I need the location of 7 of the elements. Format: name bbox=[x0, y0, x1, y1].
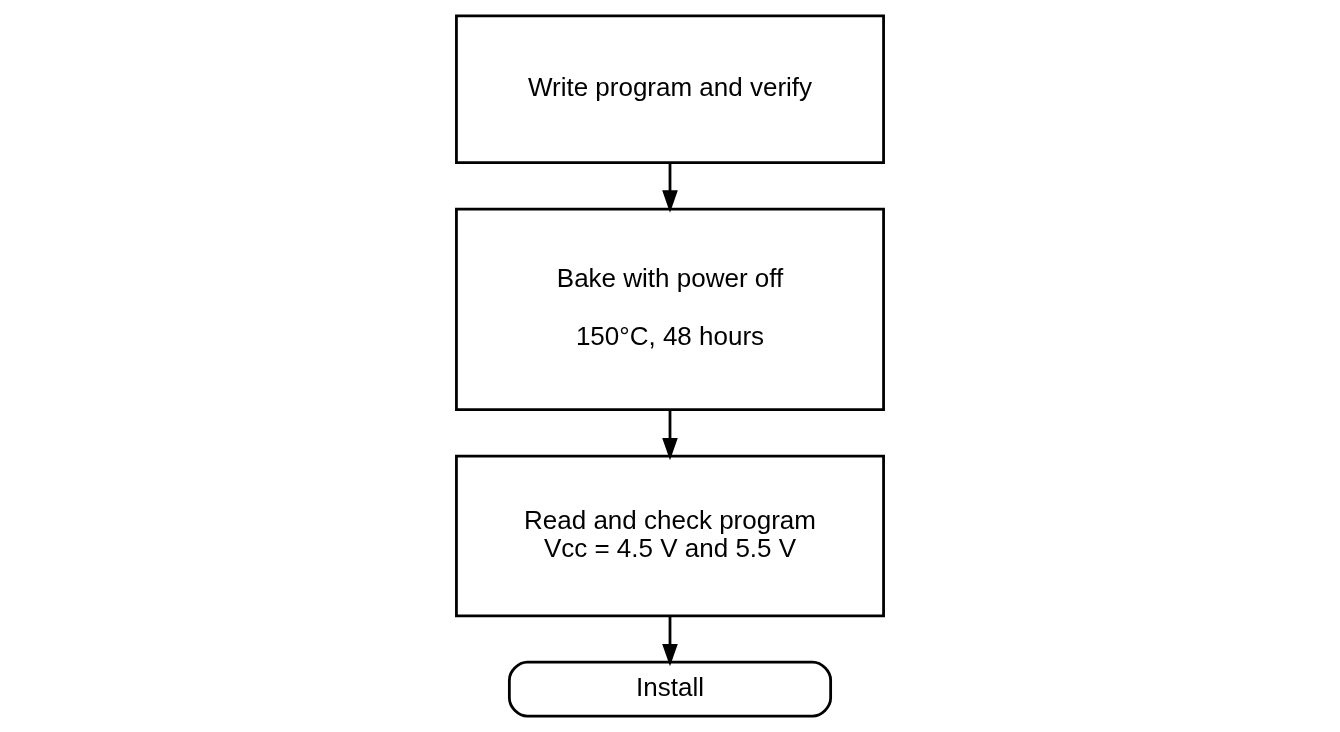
node-box: Write program and verify bbox=[455, 14, 885, 165]
arrow bbox=[662, 163, 678, 213]
node-box: Install bbox=[507, 660, 833, 718]
node-box: Bake with power off 150°C, 48 hours bbox=[455, 207, 885, 412]
arrow bbox=[662, 616, 678, 667]
arrow bbox=[662, 410, 678, 461]
node-box: Read and check program Vcc = 4.5 V and 5.5 V bbox=[455, 454, 885, 618]
